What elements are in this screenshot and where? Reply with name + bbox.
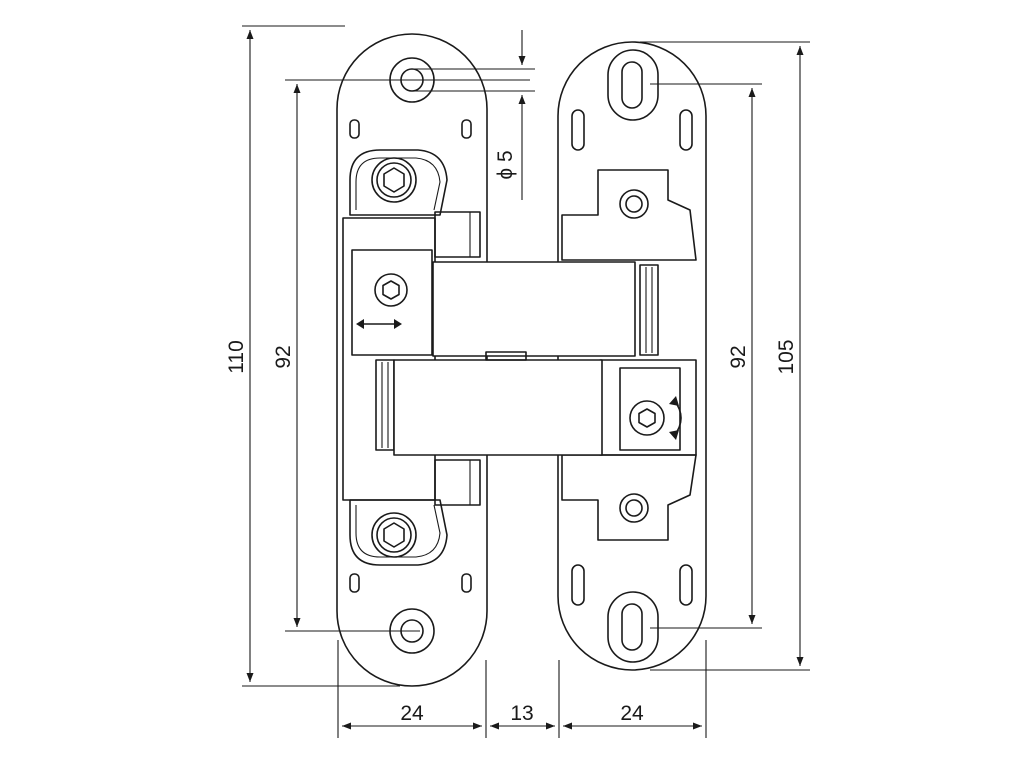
dimension-overall-height-right: 105 <box>640 41 810 671</box>
dim-label-24-left: 24 <box>400 702 424 725</box>
dimension-widths: 24 13 24 <box>337 640 707 738</box>
top-slotted-hole <box>607 49 659 121</box>
rotate-arrow-icon <box>669 396 682 440</box>
dimension-overall-height-left: 110 <box>225 25 400 687</box>
dim-label-110: 110 <box>225 340 248 373</box>
hex-socket-screw-icon <box>629 400 665 436</box>
double-arrow-horizontal-icon <box>356 319 402 329</box>
hex-socket-screw-icon <box>619 189 649 219</box>
hex-socket-screw-icon <box>374 273 408 307</box>
dim-label-24-right: 24 <box>620 702 644 725</box>
dim-label-92-right: 92 <box>727 345 750 368</box>
dimension-hole-spacing-right: 92 <box>650 83 762 629</box>
left-hinge-plate <box>336 33 488 687</box>
dimension-hole-diameter: ϕ 5 <box>412 30 535 200</box>
hinge-arms <box>393 261 636 456</box>
hex-socket-screw-icon <box>371 512 417 558</box>
dim-label-105: 105 <box>775 339 798 374</box>
dim-label-92-left: 92 <box>272 345 295 368</box>
dimension-hole-spacing-left: 92 <box>272 79 530 632</box>
hex-socket-screw-icon <box>619 493 649 523</box>
dim-label-diameter: ϕ 5 <box>494 150 517 179</box>
dim-label-13: 13 <box>510 702 533 725</box>
bottom-slotted-hole <box>607 591 659 663</box>
hex-socket-screw-icon <box>371 157 417 203</box>
